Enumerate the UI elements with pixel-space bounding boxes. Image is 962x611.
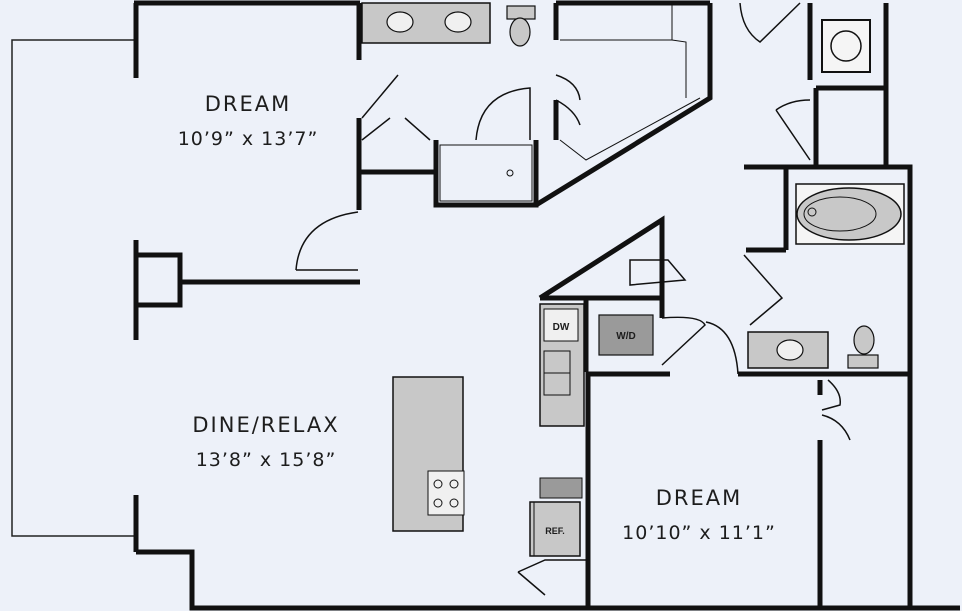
walk-in-closet [559, 3, 701, 161]
vanity-double [361, 2, 491, 44]
sink-left [386, 11, 414, 33]
bedroom-1-name: DREAM [205, 92, 292, 116]
washer-dryer-label: W/D [616, 331, 635, 342]
bedroom-2-name: DREAM [656, 486, 743, 510]
dishwasher-label: DW [553, 322, 570, 333]
refrigerator-label: REF. [545, 526, 565, 536]
cooktop [427, 470, 465, 516]
bathtub [795, 183, 905, 245]
refrigerator [529, 477, 583, 557]
kitchen-counter [539, 303, 585, 427]
bedroom-1-size: 10’9” x 13’7” [178, 128, 319, 150]
toilet-1 [506, 5, 536, 47]
vanity-single [747, 331, 829, 369]
living-size: 13’8” x 15’8” [196, 449, 337, 471]
walls [133, 0, 960, 611]
washer-dryer [598, 314, 654, 356]
living-name: DINE/RELAX [192, 413, 339, 437]
sink-right [444, 11, 472, 33]
shower [439, 144, 533, 202]
toilet-2 [847, 325, 879, 369]
kitchen-island [392, 376, 465, 532]
dishwasher [543, 308, 579, 342]
doors [295, 2, 851, 596]
bedroom-2-size: 10’10” x 11’1” [622, 522, 776, 544]
balcony [11, 39, 134, 537]
water-heater [821, 19, 871, 73]
